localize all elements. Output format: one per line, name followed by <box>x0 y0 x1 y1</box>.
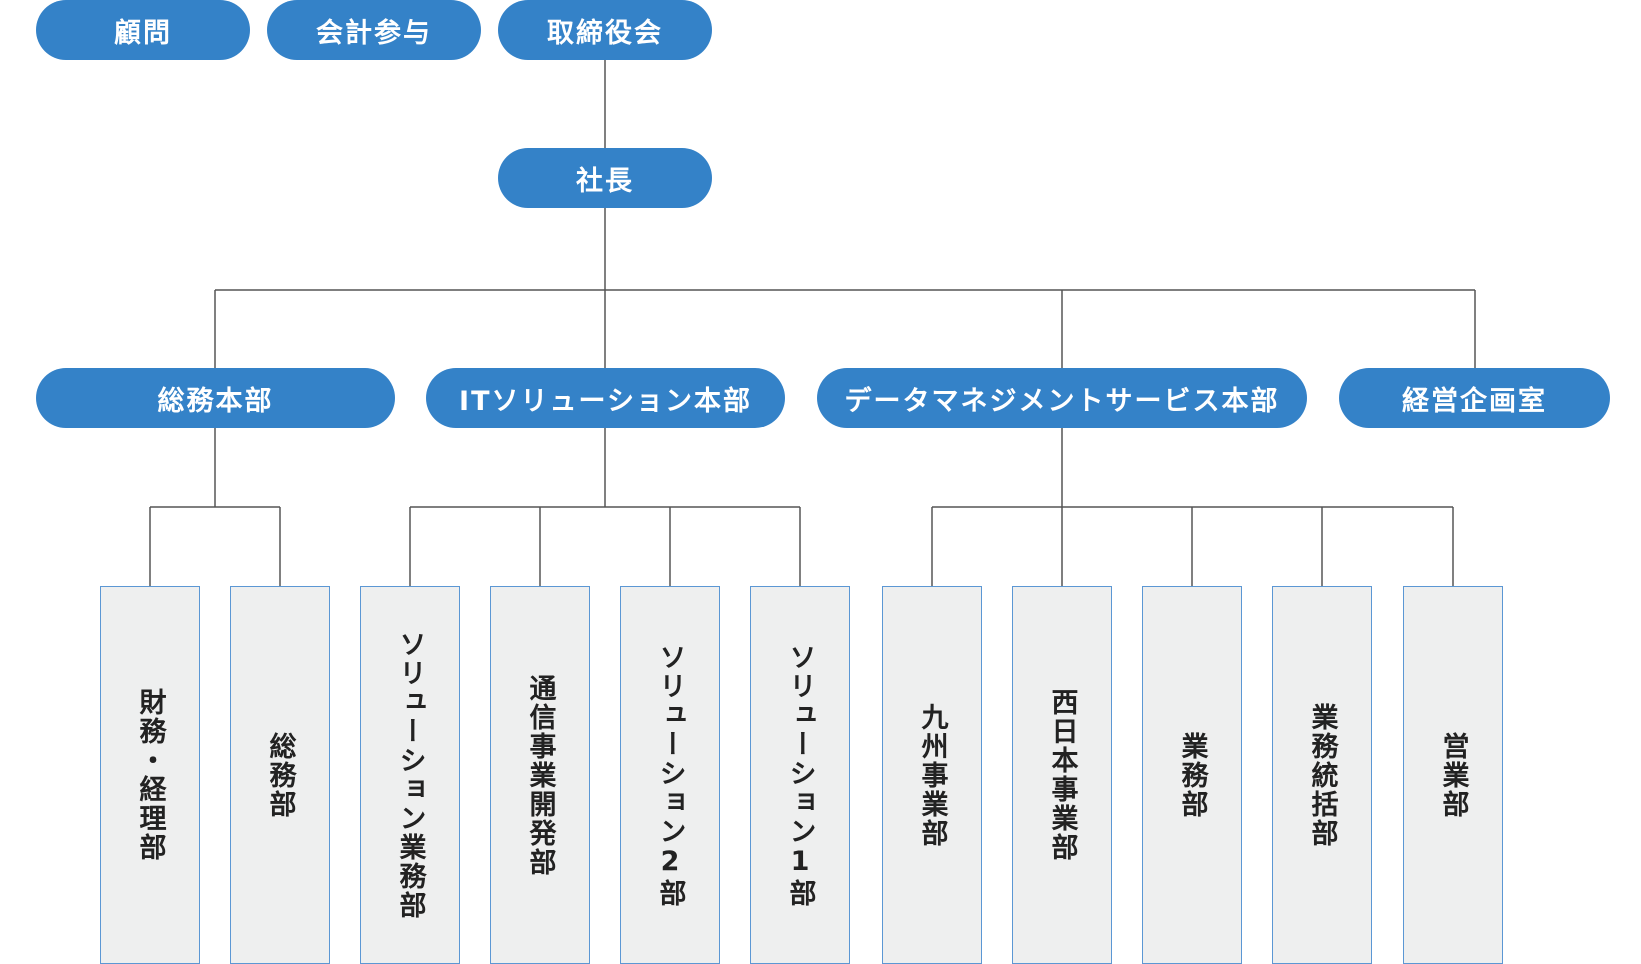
kyushu-business-dept-label: 九州事業部 <box>916 702 948 848</box>
president-box: 社長 <box>498 148 712 208</box>
telecom-dev-dept-label: 通信事業開発部 <box>524 673 556 877</box>
advisor-box: 顧問 <box>36 0 250 60</box>
sales-dept-label: 営業部 <box>1437 731 1469 819</box>
accounting-advisor-box: 会計参与 <box>267 0 481 60</box>
sales-dept-box: 営業部 <box>1403 586 1503 964</box>
west-japan-business-dept-label: 西日本事業部 <box>1046 688 1078 862</box>
operations-dept-label: 業務部 <box>1176 731 1208 819</box>
solution-business-dept-box: ソリューション業務部 <box>360 586 460 964</box>
general-affairs-dept-box: 総務部 <box>230 586 330 964</box>
kyushu-business-dept-box: 九州事業部 <box>882 586 982 964</box>
operations-control-dept-box: 業務統括部 <box>1272 586 1372 964</box>
west-japan-business-dept-box: 西日本事業部 <box>1012 586 1112 964</box>
advisor-label: 顧問 <box>114 17 172 49</box>
board-of-directors-box: 取締役会 <box>498 0 712 60</box>
solution-2-dept-box: ソリューション2部 <box>620 586 720 964</box>
board-of-directors-label: 取締役会 <box>547 17 663 49</box>
solution-1-dept-label: ソリューション1部 <box>784 642 816 908</box>
president-label: 社長 <box>576 165 634 197</box>
finance-accounting-dept-label: 財務・経理部 <box>134 688 166 862</box>
it-solutions-division-label: ITソリューション本部 <box>459 385 752 417</box>
telecom-dev-dept-box: 通信事業開発部 <box>490 586 590 964</box>
data-management-division-label: データマネジメントサービス本部 <box>844 385 1280 417</box>
accounting-advisor-label: 会計参与 <box>316 17 432 49</box>
operations-dept-box: 業務部 <box>1142 586 1242 964</box>
solution-2-dept-label: ソリューション2部 <box>654 642 686 908</box>
solution-1-dept-box: ソリューション1部 <box>750 586 850 964</box>
general-affairs-division-label: 総務本部 <box>157 385 274 417</box>
general-affairs-division-box: 総務本部 <box>36 368 395 428</box>
data-management-division-box: データマネジメントサービス本部 <box>817 368 1307 428</box>
solution-business-dept-label: ソリューション業務部 <box>394 630 426 920</box>
operations-control-dept-label: 業務統括部 <box>1306 702 1338 848</box>
corporate-planning-office-label: 経営企画室 <box>1402 385 1547 417</box>
general-affairs-dept-label: 総務部 <box>264 731 296 819</box>
it-solutions-division-box: ITソリューション本部 <box>426 368 785 428</box>
corporate-planning-office-box: 経営企画室 <box>1339 368 1610 428</box>
finance-accounting-dept-box: 財務・経理部 <box>100 586 200 964</box>
